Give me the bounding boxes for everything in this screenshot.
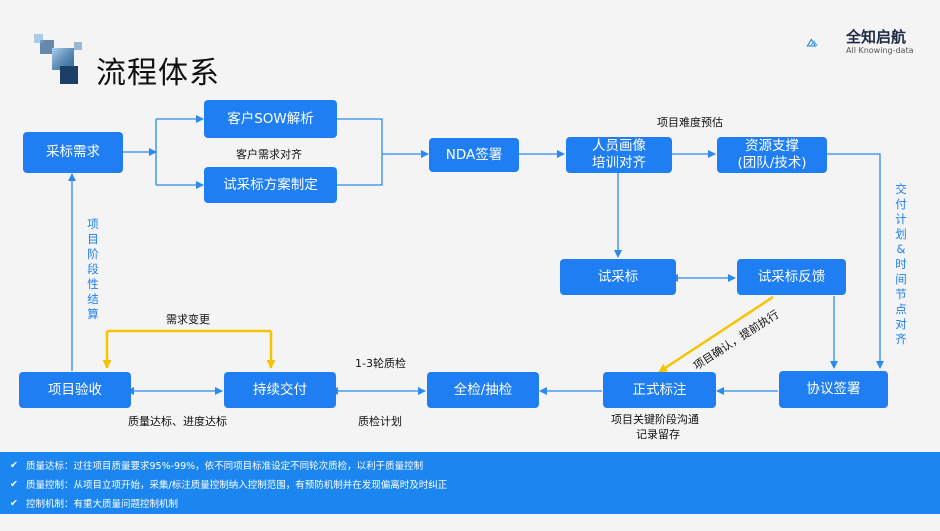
label-goutong-2: 记录留存: [636, 428, 680, 441]
node-xieyi: 协议签署: [779, 371, 888, 408]
check-icon: ✔: [10, 497, 18, 509]
node-shicaibiao: 试采标: [560, 259, 676, 295]
label-nandu: 项目难度预估: [657, 116, 723, 129]
node-ziyuan: 资源支撑 (团队/技术): [717, 137, 827, 173]
node-renyuan: 人员画像 培训对齐: [566, 137, 672, 173]
check-icon: ✔: [10, 459, 18, 471]
node-sow: 客户SOW解析: [204, 100, 337, 138]
node-zhengshi: 正式标注: [603, 372, 716, 408]
brand-name: 全知启航: [846, 28, 907, 46]
label-kehu-xuqiu: 客户需求对齐: [236, 148, 302, 161]
label-goutong-1: 项目关键阶段沟通: [611, 413, 699, 426]
node-quanjian: 全检/抽检: [427, 372, 539, 408]
brand-subtitle: All Knowing-data: [846, 46, 914, 55]
node-caibiao-xuqiu: 采标需求: [23, 132, 123, 173]
label-biangeng: 需求变更: [166, 313, 210, 326]
footer-item: ✔控制机制：有重大质量问题控制机制: [10, 497, 179, 511]
node-yanshou: 项目验收: [19, 372, 131, 408]
page-title: 流程体系: [96, 56, 220, 91]
node-fangan: 试采标方案制定: [204, 167, 337, 203]
brand-logo-icon: [806, 38, 818, 47]
node-fankui: 试采标反馈: [737, 259, 846, 295]
label-jiesuan: 项目阶段性结算: [87, 217, 99, 321]
footer-notes: ✔质量达标：过往项目质量要求95%-99%，依不同项目标准设定不同轮次质检，以利…: [0, 452, 940, 514]
label-jiaofu: 交付计划&时间节点对齐: [895, 182, 907, 346]
cube-logo-icon: [34, 34, 82, 84]
footer-item: ✔质量控制：从项目立项开始，采集/标注质量控制纳入控制范围，有预防机制并在发现偏…: [10, 478, 448, 492]
label-zhijian-lun: 1-3轮质检: [355, 357, 406, 370]
node-nda: NDA签署: [429, 138, 519, 172]
label-zhijian-plan: 质检计划: [358, 415, 402, 428]
check-icon: ✔: [10, 478, 18, 490]
label-dabiao: 质量达标、进度达标: [128, 415, 227, 428]
node-chixu: 持续交付: [224, 372, 336, 408]
footer-item: ✔质量达标：过往项目质量要求95%-99%，依不同项目标准设定不同轮次质检，以利…: [10, 459, 424, 473]
